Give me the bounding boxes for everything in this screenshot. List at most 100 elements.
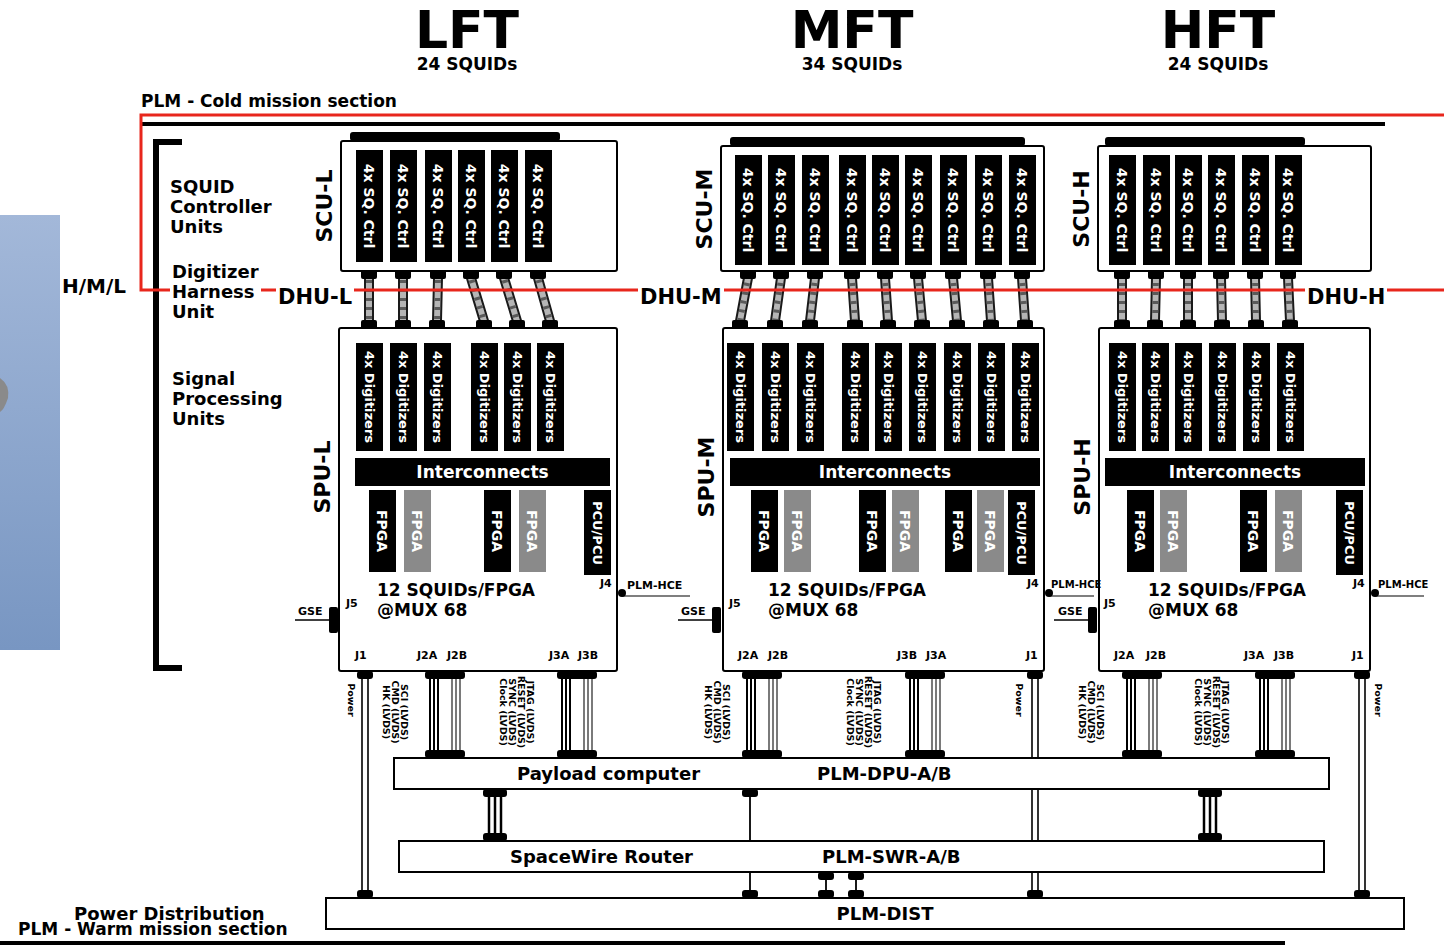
module-label: 4x SQ. Ctrl <box>362 164 376 249</box>
diagram-label: DHU-H <box>1305 287 1387 308</box>
module-box: 4x SQ. Ctrl <box>905 155 932 265</box>
diagram-label: 34 SQUIDs <box>802 56 903 73</box>
diagram-label: Signal Processing Units <box>172 369 283 429</box>
diagram-label: J5 <box>346 598 358 609</box>
diagram-label: PLM-HCE <box>1378 580 1428 590</box>
module-label: 4x Digitizers <box>1284 351 1297 443</box>
module-box: 4x Digitizers <box>1109 343 1136 451</box>
unit-box: SPU-L12 SQUIDs/FPGA @MUX 684x Digitizers… <box>338 327 618 672</box>
interconnect-bar: Interconnects <box>730 458 1040 486</box>
diagram-label: LFT <box>415 4 519 56</box>
system-label: PLM-DIST <box>837 905 934 923</box>
module-label: PCU/PCU <box>591 501 604 565</box>
diagram-label: PLM - Warm mission section <box>18 921 288 938</box>
diagram-label: J2A <box>1114 650 1134 661</box>
signal-label: JTAG (LVDS) <box>1220 680 1230 743</box>
signal-label: CMD (LVDS) <box>1086 680 1096 743</box>
diagram-label: PLM - Cold mission section <box>141 93 397 110</box>
module-box: 4x SQ. Ctrl <box>872 155 899 265</box>
module-label: 4x SQ. Ctrl <box>911 168 925 253</box>
signal-label: HK (LVDS) <box>381 685 391 739</box>
module-box: PCU/PCU <box>584 490 611 575</box>
module-box: FPGA <box>977 490 1004 572</box>
module-label: 4x SQ. Ctrl <box>845 168 859 253</box>
wire-connector <box>1354 671 1370 898</box>
system-label: Power Distribution <box>74 905 265 923</box>
module-label: 4x Digitizers <box>985 351 998 443</box>
module-box: 4x SQ. Ctrl <box>768 155 795 265</box>
unit-name: SPU-L <box>312 441 334 514</box>
module-label: FPGA <box>757 510 771 552</box>
diagram-label: J2B <box>1146 650 1166 661</box>
module-box: 4x Digitizers <box>1175 343 1202 451</box>
signal-label: RESET (LVDS) <box>516 676 526 748</box>
section-line <box>140 122 1385 126</box>
module-box: 4x SQ. Ctrl <box>1009 155 1036 265</box>
module-box: 4x Digitizers <box>944 343 971 451</box>
diagram-label: J2A <box>738 650 758 661</box>
signal-label: Clock (LVDS) <box>1193 678 1203 746</box>
photo-crop <box>0 215 60 650</box>
photo-detail <box>0 378 8 412</box>
diagram-label: DHU-M <box>638 287 724 308</box>
module-label: 4x SQ. Ctrl <box>878 168 892 253</box>
bar-label: Interconnects <box>819 464 951 481</box>
interconnect-bar: Interconnects <box>1105 458 1365 486</box>
wire-connector <box>848 872 864 898</box>
diagram-label: J2A <box>417 650 437 661</box>
module-box: 4x Digitizers <box>762 343 789 451</box>
signal-label: SYNC (LVDS) <box>507 678 517 745</box>
module-box: FPGA <box>1127 490 1154 572</box>
module-box: 4x Digitizers <box>1012 343 1039 451</box>
module-box: 4x SQ. Ctrl <box>1208 155 1235 265</box>
wire-connector <box>742 671 782 758</box>
module-label: FPGA <box>865 510 879 552</box>
module-label: FPGA <box>1166 510 1180 552</box>
wire-connector <box>1255 671 1295 758</box>
signal-label: SCI (LVDS) <box>399 684 409 740</box>
signal-label: RESET (LVDS) <box>1211 676 1221 748</box>
module-box: 4x SQ. Ctrl <box>839 155 866 265</box>
wire-connector <box>905 671 945 758</box>
module-label: 4x SQ. Ctrl <box>1015 168 1029 253</box>
module-box: FPGA <box>751 490 778 572</box>
module-label: 4x Digitizers <box>1019 351 1032 443</box>
module-box: FPGA <box>369 490 396 572</box>
wire-connector <box>1198 789 1222 841</box>
module-label: 4x Digitizers <box>1149 351 1162 443</box>
module-box: FPGA <box>1275 490 1302 572</box>
unit-name: 12 SQUIDs/FPGA @MUX 68 <box>377 580 562 620</box>
diagram-label: GSE <box>1058 606 1082 617</box>
system-label: SpaceWire Router <box>510 848 693 866</box>
module-box: 4x SQ. Ctrl <box>735 155 762 265</box>
module-label: PCU/PCU <box>1015 501 1028 565</box>
module-box: 4x Digitizers <box>1142 343 1169 451</box>
module-box: PCU/PCU <box>1336 490 1363 575</box>
system-label: Payload computer <box>517 765 700 783</box>
wire-connector <box>483 789 507 841</box>
module-box: 4x Digitizers <box>797 343 824 451</box>
module-label: 4x Digitizers <box>1116 351 1129 443</box>
module-box: FPGA <box>404 490 431 572</box>
module-label: 4x Digitizers <box>431 351 444 443</box>
module-box: 4x SQ. Ctrl <box>525 150 552 262</box>
module-label: 4x SQ. Ctrl <box>497 164 511 249</box>
diagram-label: J5 <box>729 598 741 609</box>
signal-label: HK (LVDS) <box>1077 685 1087 739</box>
module-box: 4x Digitizers <box>504 343 531 451</box>
module-label: 4x SQ. Ctrl <box>1248 168 1262 253</box>
signal-label: CMD (LVDS) <box>390 680 400 743</box>
wire-connector <box>357 671 373 898</box>
diagram-label: J5 <box>1104 598 1116 609</box>
module-label: 4x Digitizers <box>804 351 817 443</box>
diagram-label: 24 SQUIDs <box>417 56 518 73</box>
system-label: PLM-DPU-A/B <box>817 765 952 783</box>
signal-label: SYNC (LVDS) <box>1202 678 1212 745</box>
diagram-label: GSE <box>681 606 705 617</box>
section-line <box>0 941 1285 945</box>
signal-label: RESET (LVDS) <box>863 676 873 748</box>
unit-box: SPU-M12 SQUIDs/FPGA @MUX 684x Digitizers… <box>722 327 1045 672</box>
module-label: FPGA <box>490 510 504 552</box>
module-box: 4x SQ. Ctrl <box>802 155 829 265</box>
module-box: FPGA <box>484 490 511 572</box>
